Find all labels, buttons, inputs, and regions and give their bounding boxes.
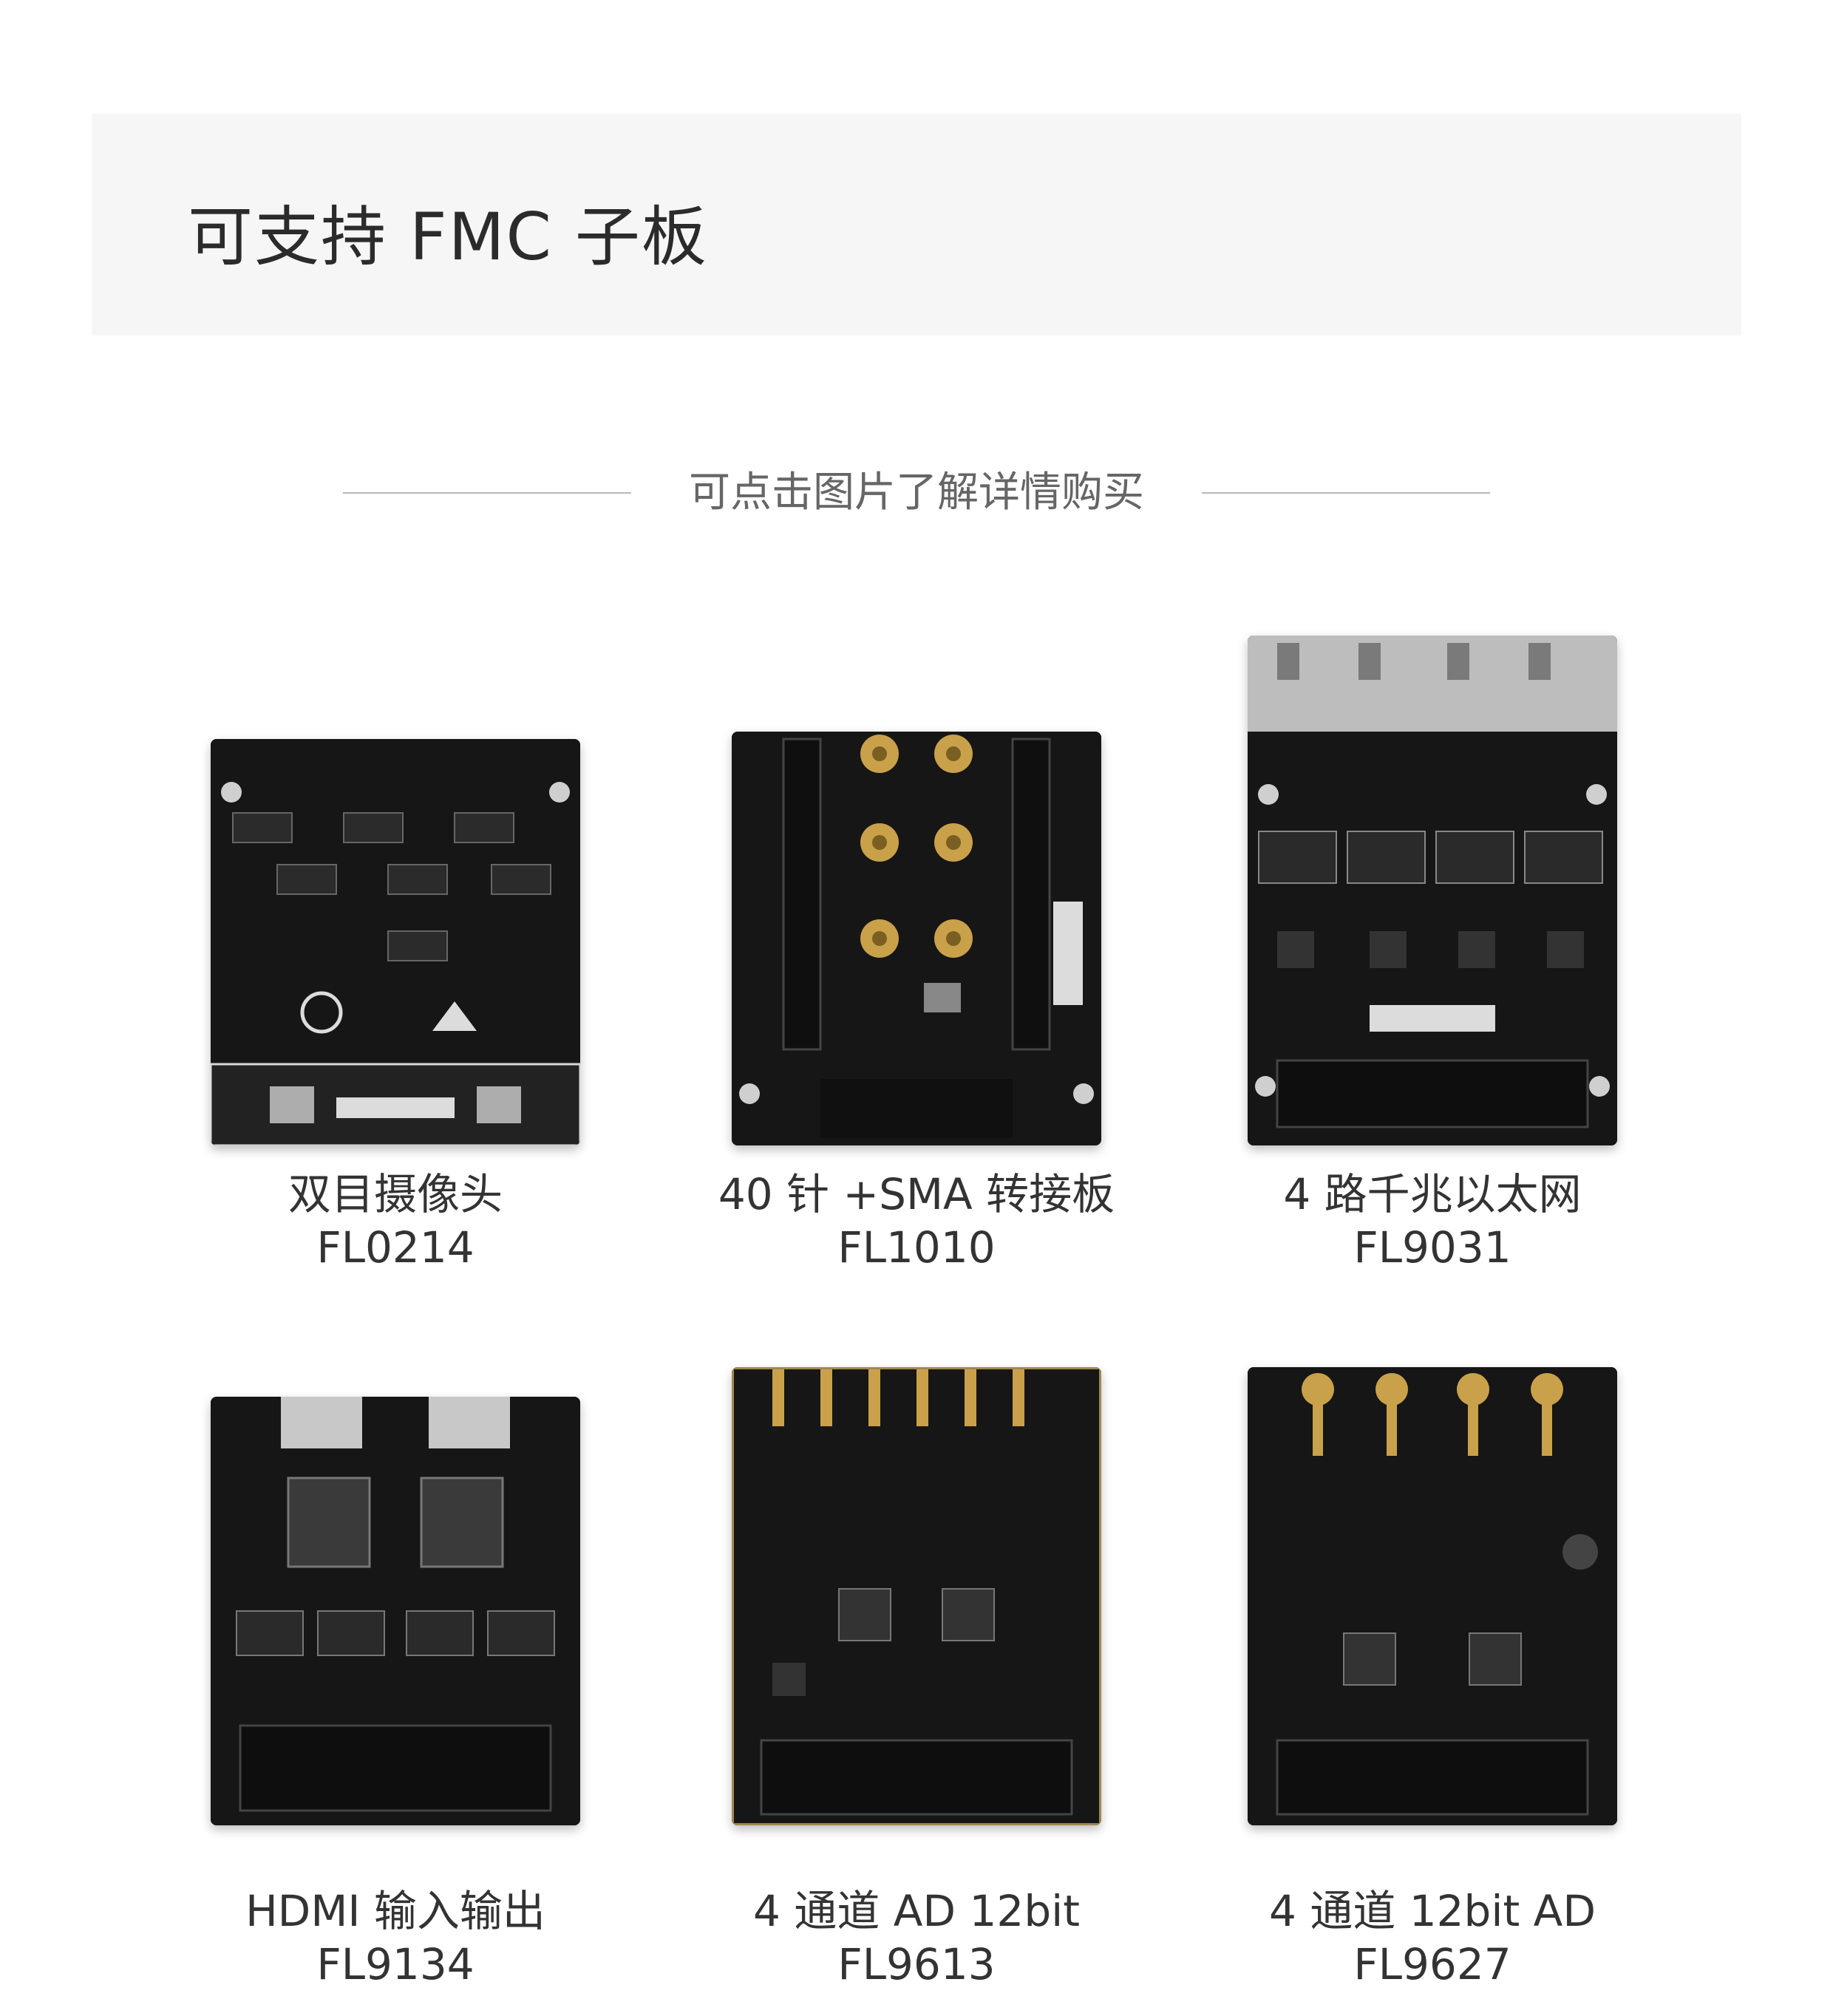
subtitle-row: 可点击图片了解详情购买 — [0, 460, 1833, 526]
product-image-fl9613[interactable] — [732, 1367, 1101, 1825]
product-card-fl1010[interactable]: 40 针 +SMA 转接板 FL1010 — [710, 621, 1123, 1286]
product-name[interactable]: HDMI 输入输出 — [245, 1886, 545, 1936]
product-name[interactable]: 4 路千兆以太网 — [1283, 1169, 1582, 1219]
product-card-fl9627[interactable]: 4 通道 12bit AD FL9627 — [1225, 1308, 1639, 1989]
product-card-fl9031[interactable]: 4 路千兆以太网 FL9031 — [1225, 621, 1639, 1286]
product-card-fl0214[interactable]: 双目摄像头 FL0214 — [188, 621, 602, 1286]
product-image-fl9134[interactable] — [211, 1397, 580, 1825]
product-code[interactable]: FL9134 — [316, 1939, 475, 1989]
divider-left — [343, 492, 631, 494]
header-band: 可支持 FMC 子板 — [92, 114, 1741, 336]
product-card-fl9613[interactable]: 4 通道 AD 12bit FL9613 — [710, 1308, 1123, 1989]
product-card-fl9134[interactable]: HDMI 输入输出 FL9134 — [188, 1308, 602, 1989]
product-code[interactable]: FL1010 — [837, 1222, 996, 1273]
page-title: 可支持 FMC 子板 — [188, 199, 708, 275]
product-image-fl0214[interactable] — [211, 739, 580, 1145]
product-image-fl9031[interactable] — [1248, 636, 1617, 1145]
product-image-fl1010[interactable] — [732, 732, 1101, 1145]
product-name[interactable]: 4 通道 AD 12bit — [752, 1886, 1081, 1936]
product-code[interactable]: FL9613 — [837, 1939, 996, 1989]
product-name[interactable]: 双目摄像头 — [288, 1169, 503, 1219]
product-code[interactable]: FL9031 — [1353, 1222, 1511, 1273]
divider-right — [1202, 492, 1490, 494]
product-image-fl9627[interactable] — [1248, 1367, 1617, 1825]
product-code[interactable]: FL9627 — [1353, 1939, 1511, 1989]
product-name[interactable]: 4 通道 12bit AD — [1268, 1886, 1596, 1936]
product-code[interactable]: FL0214 — [316, 1222, 475, 1273]
subtitle: 可点击图片了解详情购买 — [689, 469, 1144, 517]
product-name[interactable]: 40 针 +SMA 转接板 — [718, 1169, 1115, 1219]
